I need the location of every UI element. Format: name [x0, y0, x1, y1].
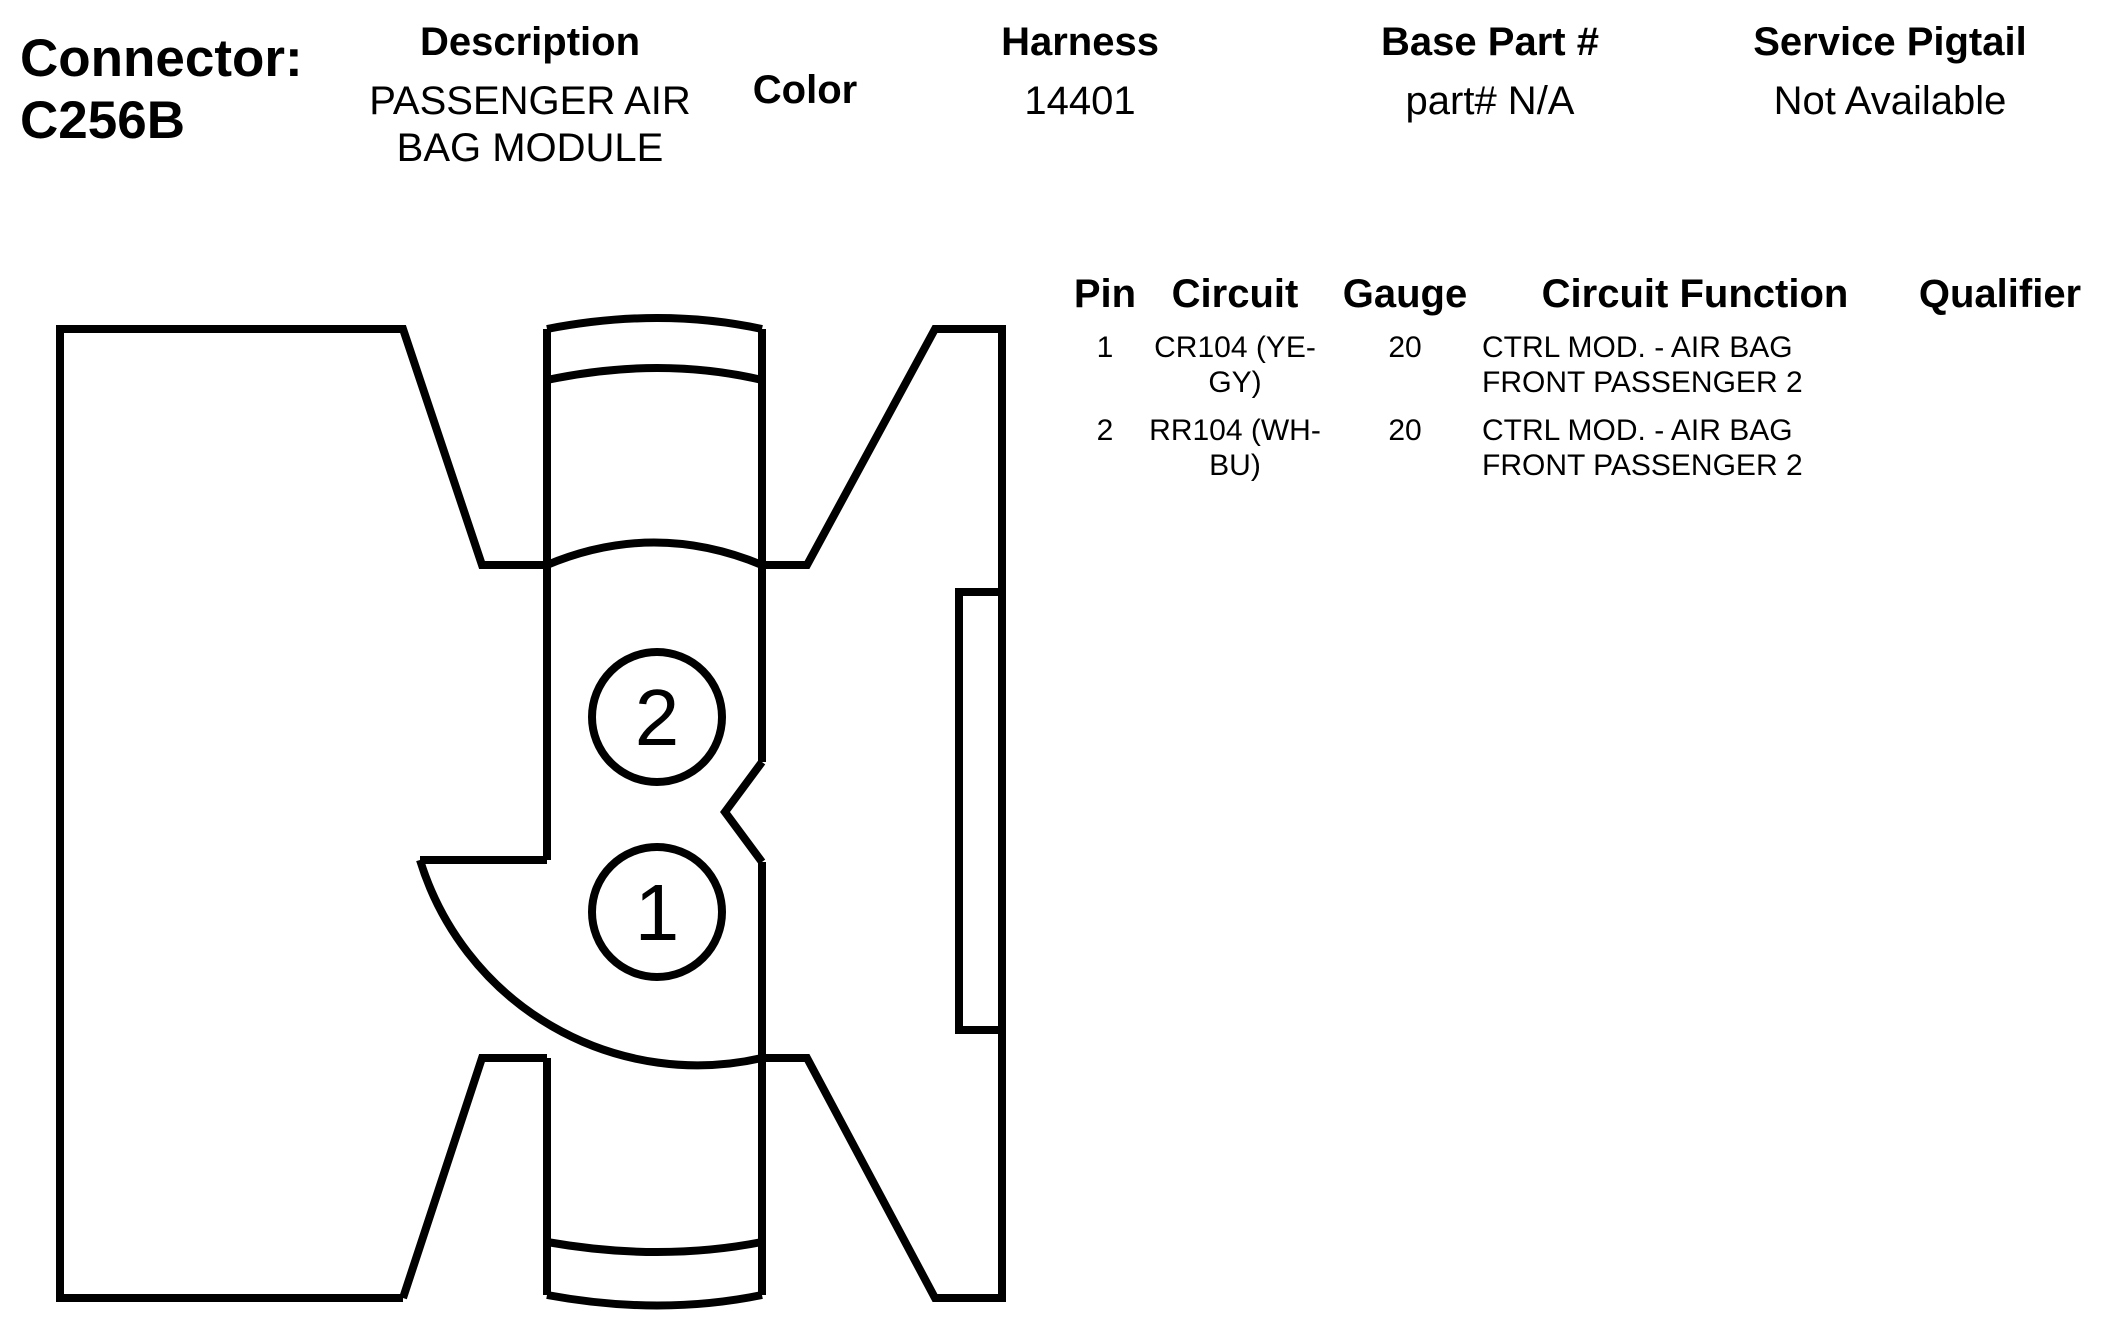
- pin-1-cavity-label: 1: [635, 868, 680, 957]
- connector-barrel-bottom-band: [546, 1238, 763, 1256]
- description-value: PASSENGER AIR BAG MODULE: [330, 78, 730, 172]
- pin-2-gauge: 20: [1388, 414, 1422, 447]
- pin-2-circuit-line-1: RR104 (WH-: [1149, 414, 1321, 447]
- connector-left-lower-notch: [399, 1054, 547, 1300]
- pin-1-circuit-line-1: CR104 (YE-: [1154, 331, 1316, 364]
- connector-title: Connector: C256B: [20, 28, 303, 152]
- base-part-value: part# N/A: [1405, 79, 1575, 123]
- pin-header: Pin: [1073, 272, 1137, 316]
- pin-2-circuit-line-2: BU): [1209, 449, 1261, 482]
- pin-1-circuit: CR104 (YE- GY): [1140, 330, 1330, 400]
- pin-1-function-line-2: FRONT PASSENGER 2: [1482, 366, 1803, 399]
- pin-2-cavity: [588, 648, 726, 786]
- connector-latch-tab: [955, 588, 1006, 1034]
- pin-1-function: CTRL MOD. - AIR BAG FRONT PASSENGER 2: [1482, 330, 1862, 400]
- pin-1-gauge: 20: [1388, 331, 1422, 364]
- connector-right-housing-upper: [762, 325, 1006, 592]
- pin-1-function-line-1: CTRL MOD. - AIR BAG: [1482, 331, 1793, 364]
- base-part-header: Base Part #: [1381, 20, 1599, 64]
- service-pigtail-value: Not Available: [1773, 79, 2007, 123]
- connector-id: C256B: [20, 91, 185, 150]
- description-line-1: PASSENGER AIR: [369, 79, 691, 123]
- description-line-2: BAG MODULE: [396, 126, 664, 170]
- connector-left-housing: [56, 325, 547, 1302]
- harness-header: Harness: [1001, 20, 1159, 64]
- connector-right-housing-lower: [762, 1030, 1006, 1302]
- service-pigtail-header: Service Pigtail: [1753, 20, 2027, 64]
- connector-barrel-bottom-arc: [546, 1291, 763, 1310]
- connector-key-notch: [720, 759, 766, 865]
- connector-face-lower-arc: [416, 856, 763, 1070]
- connector-label: Connector:: [20, 29, 303, 88]
- circuit-header: Circuit: [1171, 272, 1299, 316]
- qualifier-header: Qualifier: [1918, 272, 2082, 316]
- pin-1-cavity: [588, 843, 726, 981]
- description-header: Description: [419, 20, 641, 64]
- pin-2-number: 2: [1096, 414, 1114, 447]
- pin-2-circuit: RR104 (WH- BU): [1140, 413, 1330, 483]
- pin-1-number: 1: [1096, 331, 1114, 364]
- color-header: Color: [752, 68, 858, 112]
- connector-barrel-top-arc: [546, 314, 763, 333]
- pin-2-function: CTRL MOD. - AIR BAG FRONT PASSENGER 2: [1482, 413, 1862, 483]
- pin-2-function-line-1: CTRL MOD. - AIR BAG: [1482, 414, 1793, 447]
- pin-2-cavity-label: 2: [635, 673, 680, 762]
- circuit-function-header: Circuit Function: [1541, 272, 1849, 316]
- connector-face-upper-arc: [545, 538, 764, 569]
- gauge-header: Gauge: [1342, 272, 1468, 316]
- harness-value: 14401: [1024, 79, 1136, 123]
- pin-2-function-line-2: FRONT PASSENGER 2: [1482, 449, 1803, 482]
- pin-1-circuit-line-2: GY): [1208, 366, 1262, 399]
- connector-barrel-top-band: [546, 364, 763, 384]
